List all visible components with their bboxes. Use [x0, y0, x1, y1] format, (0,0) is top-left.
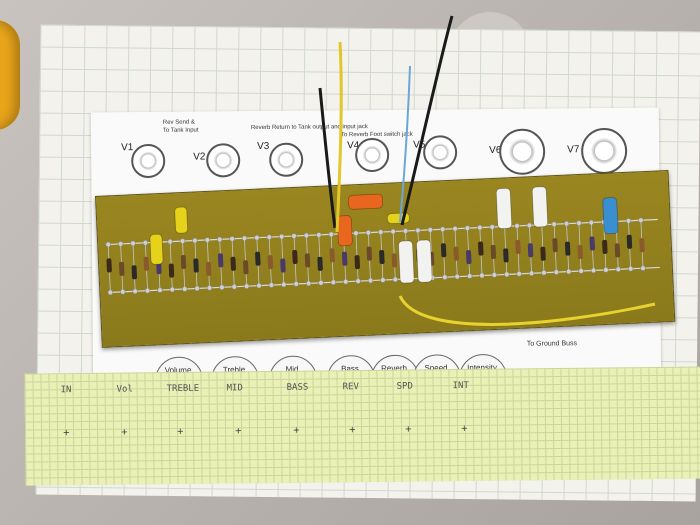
resistor	[119, 261, 125, 276]
resistor	[503, 248, 509, 263]
blue-cap	[602, 197, 619, 235]
resistor	[391, 253, 398, 268]
resistor	[230, 256, 236, 271]
circuit-board	[95, 169, 676, 348]
resistor	[602, 239, 608, 254]
resistor	[341, 251, 348, 266]
board-components	[105, 186, 660, 296]
resistor	[490, 244, 497, 260]
strip-label-rev: REV	[342, 382, 359, 393]
resistor	[379, 250, 385, 265]
white-cap-3	[495, 187, 513, 229]
resistor	[626, 234, 633, 249]
strip-label-bass: BASS	[286, 382, 309, 393]
resistor	[527, 243, 534, 258]
resistor	[564, 241, 571, 256]
resistor	[267, 255, 274, 270]
yellow-wire	[335, 41, 343, 233]
resistor	[515, 239, 521, 254]
resistor	[466, 250, 472, 265]
orange-cap-top	[348, 193, 384, 210]
resistor	[614, 243, 621, 258]
strip-mark-5: +	[292, 424, 300, 437]
black-wire-right	[400, 15, 454, 226]
strip-label-mid: MID	[226, 383, 243, 394]
white-cap-2	[416, 239, 433, 283]
resistor	[589, 236, 595, 251]
resistor	[217, 253, 224, 268]
resistor	[577, 245, 583, 260]
resistor	[453, 246, 459, 261]
resistor	[540, 246, 546, 261]
yellow-object	[0, 20, 20, 130]
strip-mark-1: +	[62, 427, 70, 440]
yellow-cap	[174, 206, 188, 234]
strip-label-in: IN	[60, 385, 72, 396]
resistor	[168, 263, 175, 278]
white-cap-4	[531, 186, 549, 228]
resistor	[131, 265, 138, 280]
white-cap	[398, 240, 415, 284]
black-wire-left	[318, 87, 337, 229]
resistor	[205, 261, 212, 276]
strip-mark-6: +	[348, 424, 356, 437]
strip-label-treble: TREBLE	[166, 383, 200, 395]
resistor	[440, 243, 447, 258]
resistor	[304, 253, 311, 268]
resistor	[639, 238, 645, 253]
resistor	[329, 248, 335, 263]
resistor	[280, 258, 286, 273]
resistor	[354, 255, 360, 270]
resistor	[106, 258, 112, 273]
strip-label-int: INT	[452, 380, 469, 392]
strip-mark-8: +	[460, 422, 468, 436]
resistor	[478, 241, 484, 256]
strip-mark-2: +	[120, 426, 128, 439]
layout-strip: IN Vol TREBLE MID BASS REV SPD INT + + +…	[24, 366, 700, 486]
strip-mark-3: +	[176, 425, 184, 438]
resistor	[180, 255, 187, 270]
strip-label-spd: SPD	[396, 381, 413, 392]
resistor	[255, 251, 261, 266]
resistor	[292, 249, 298, 265]
yellow-cap-2	[149, 233, 164, 265]
blue-wire	[399, 65, 411, 223]
resistor	[317, 256, 323, 271]
yellow-loop-wire	[398, 295, 656, 326]
strip-mark-7: +	[404, 423, 412, 436]
resistor	[552, 238, 558, 253]
resistor	[143, 256, 150, 271]
resistor	[366, 246, 373, 261]
strip-label-vol: Vol	[116, 384, 133, 395]
strip-mark-4: +	[234, 425, 242, 438]
resistor	[243, 260, 249, 275]
resistor	[193, 258, 199, 273]
